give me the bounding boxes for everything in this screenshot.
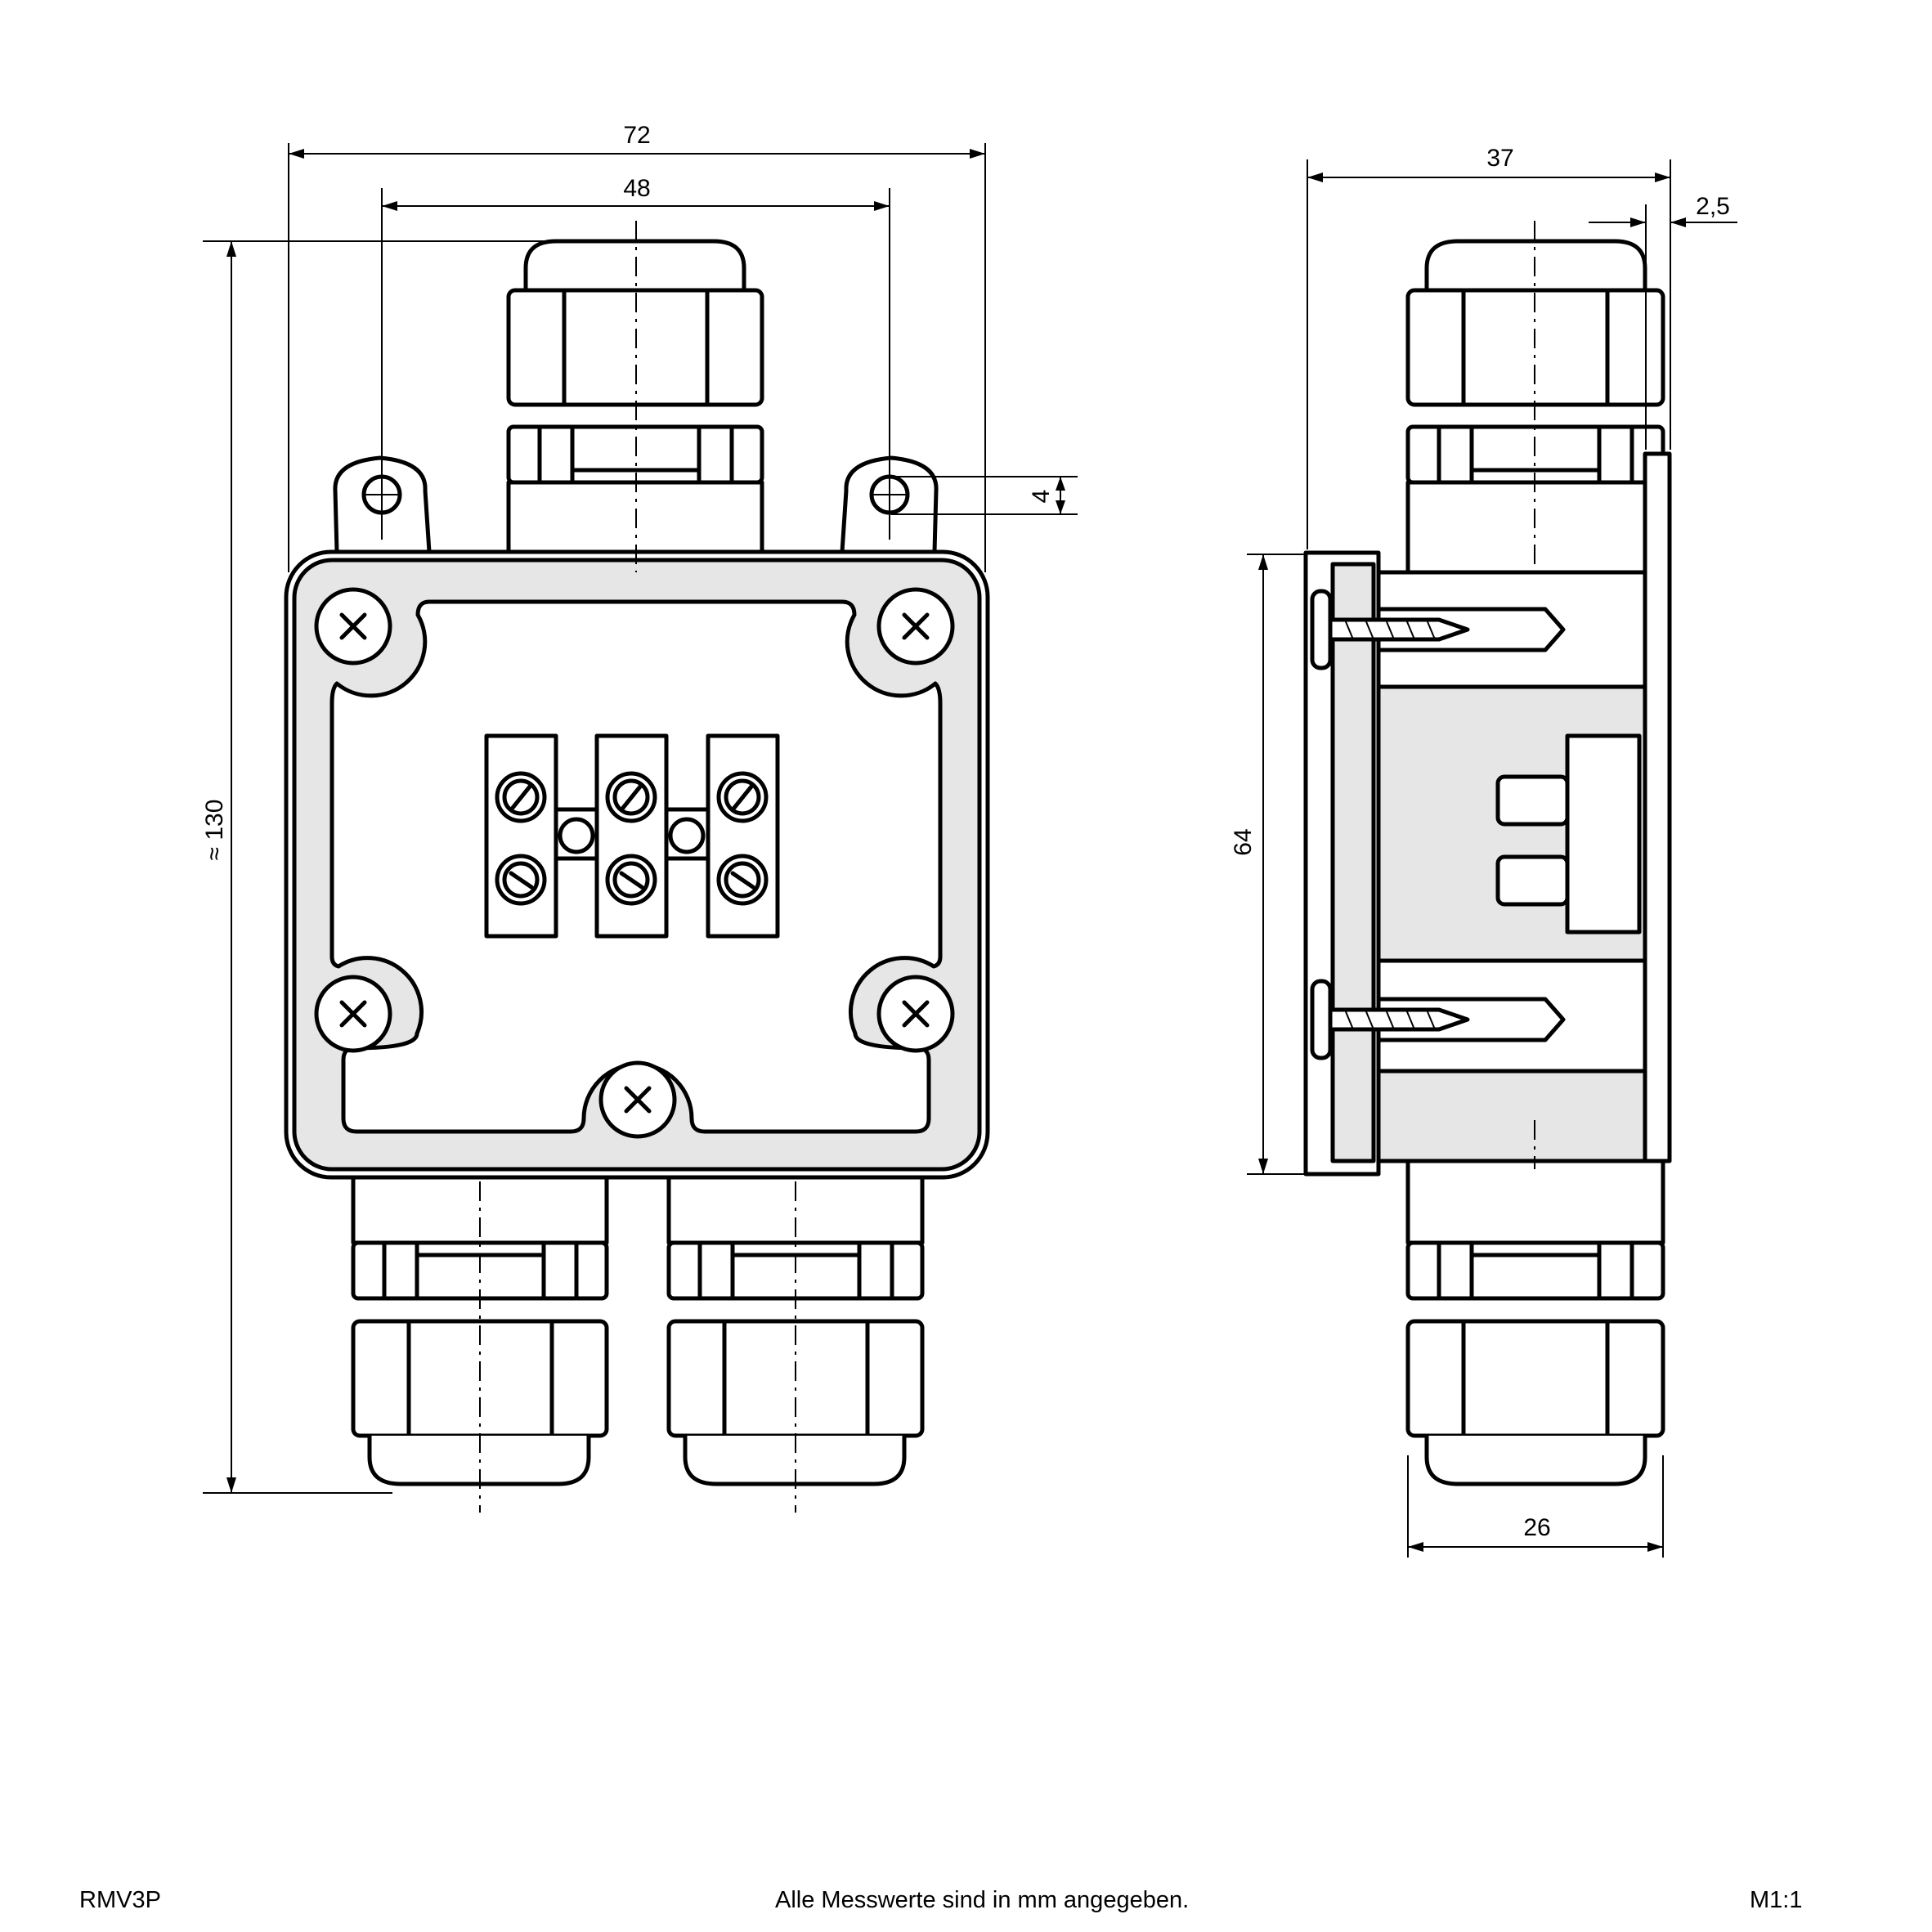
terminal-screws [495, 771, 769, 906]
front-dimensions: 72 48 ≈ 130 4 [201, 122, 1078, 1494]
dim-depth-total: 37 [1486, 145, 1513, 172]
cover-screw-bottom-right [876, 975, 955, 1053]
cover-screw-top-right [876, 587, 955, 666]
footer-model: RMV3P [79, 1887, 161, 1913]
dim-mount-spacing: 48 [623, 175, 650, 202]
wall-screw-top [1310, 589, 1566, 670]
cover-screw-bottom-left [314, 975, 392, 1053]
side-terminal [1495, 733, 1642, 935]
front-top-cable-gland [506, 239, 764, 554]
dim-height-total: ≈ 130 [201, 800, 228, 861]
dim-lid-thickness: 2,5 [1696, 193, 1730, 220]
front-view [284, 221, 990, 1513]
enclosure-front [284, 549, 990, 1180]
footer-scale: M1:1 [1750, 1887, 1803, 1913]
side-lid [1643, 451, 1672, 1163]
dim-base-height: 64 [1230, 828, 1257, 855]
cover-screw-top-left [314, 587, 392, 666]
side-dimensions: 37 2,5 64 26 [1230, 145, 1737, 1558]
cover-screw-bottom-center [598, 1060, 677, 1139]
terminal-block [484, 733, 780, 939]
side-bottom-cable-gland [1405, 1159, 1665, 1486]
dim-gland-width: 26 [1523, 1514, 1550, 1541]
side-view [1303, 221, 1672, 1486]
dim-width-total: 72 [623, 122, 650, 149]
wall-screw-bottom [1310, 979, 1566, 1060]
dim-mount-hole: 4 [1028, 490, 1055, 504]
footer-note: Alle Messwerte sind in mm angegeben. [775, 1887, 1190, 1913]
